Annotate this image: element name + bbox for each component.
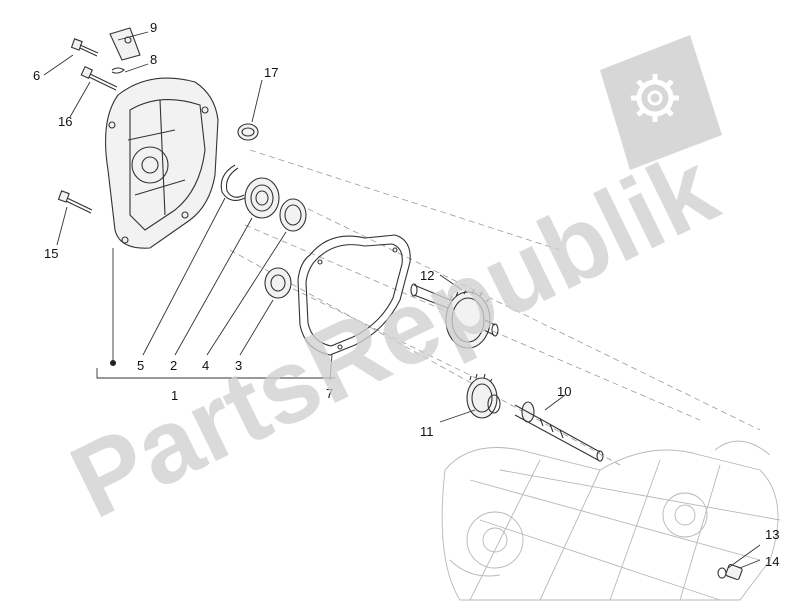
assembly-lines [229,149,761,466]
callout-6: 6 [33,68,40,83]
oil-seal-4 [279,198,307,232]
callout-12: 12 [420,268,434,283]
gasket-7 [297,234,411,356]
leader-lines [43,31,761,569]
callout-16: 16 [58,114,72,129]
o-ring-17 [237,123,259,141]
bolt-15 [57,190,93,214]
callout-4: 4 [202,358,209,373]
bolt-16 [80,65,118,91]
callout-11: 11 [420,424,434,439]
callout-14: 14 [765,554,779,569]
plug-14 [725,563,743,581]
bearing-3 [264,267,292,299]
gear-shaft-12 [410,283,499,349]
callout-5: 5 [137,358,144,373]
callout-15: 15 [44,246,58,261]
bracket-9 [109,27,141,61]
callout-1: 1 [171,388,178,403]
callout-2: 2 [170,358,177,373]
bearing-2 [244,177,280,219]
circlip-5 [220,164,246,201]
shaft-10 [514,401,604,462]
gear-11 [466,373,501,419]
callout-7: 7 [326,386,333,401]
clip-8 [111,67,125,74]
crankcase-background [441,440,781,601]
callout-10: 10 [557,384,571,399]
callout-labels: 6 9 8 16 17 15 5 2 4 3 1 7 12 11 10 13 1… [33,20,779,569]
bolt-6 [70,38,99,57]
reference-dot [110,360,116,366]
clutch-cover [105,77,219,249]
washer-13 [717,567,727,579]
callout-8: 8 [150,52,157,67]
callout-13: 13 [765,527,779,542]
callout-17: 17 [264,65,278,80]
callout-9: 9 [150,20,157,35]
callout-3: 3 [235,358,242,373]
